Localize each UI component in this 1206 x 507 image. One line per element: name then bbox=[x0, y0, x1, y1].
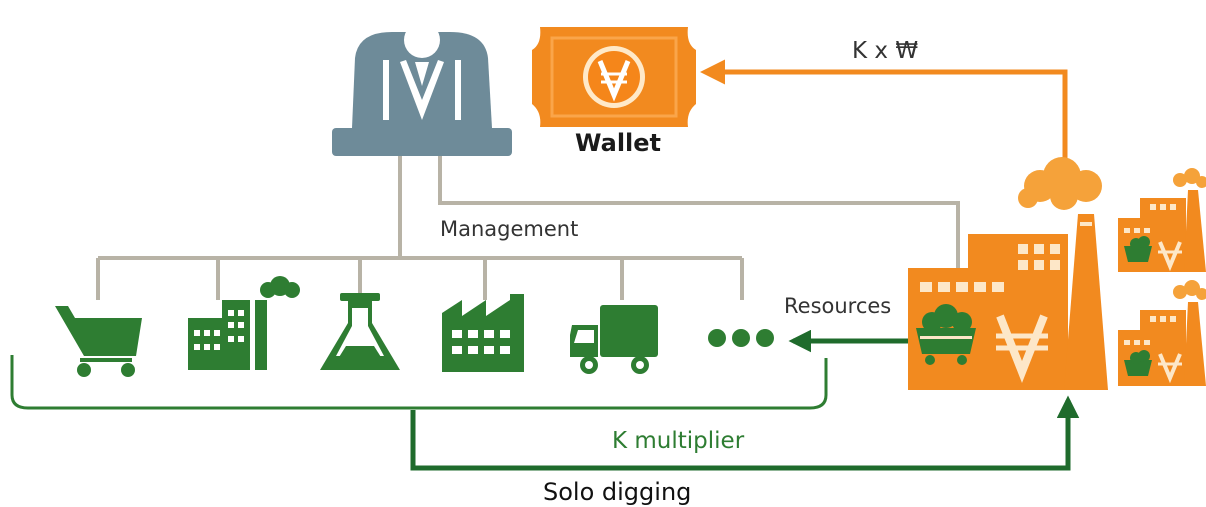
management-label: Management bbox=[440, 217, 579, 241]
k-times-arrow bbox=[700, 59, 1068, 182]
k-multiplier-arrow bbox=[410, 395, 1080, 471]
k-multiplier-label: K multiplier bbox=[612, 428, 745, 454]
small-factory-icon bbox=[1118, 168, 1206, 272]
resources-label: Resources bbox=[784, 294, 892, 318]
factory-icon bbox=[188, 276, 300, 370]
mining-factory-icon bbox=[908, 157, 1206, 390]
solo-digging-label: Solo digging bbox=[543, 478, 692, 506]
banknote-icon bbox=[532, 27, 696, 127]
k-times-currency-label: K x ₩ bbox=[852, 38, 919, 64]
management-connectors bbox=[96, 155, 960, 300]
ore-cart-icon bbox=[916, 304, 976, 365]
won-symbol-icon bbox=[996, 314, 1048, 383]
flask-icon bbox=[320, 293, 400, 370]
delivery-truck-icon bbox=[570, 305, 658, 374]
small-factory-icon-2 bbox=[1118, 280, 1206, 386]
smoke-icon bbox=[1018, 157, 1102, 210]
industries-bracket bbox=[10, 355, 828, 410]
shopping-cart-icon bbox=[55, 306, 142, 377]
wallet-label: Wallet bbox=[575, 129, 662, 157]
businessman-icon bbox=[332, 22, 512, 156]
industrial-plant-icon bbox=[442, 294, 524, 372]
more-dots-icon bbox=[708, 329, 774, 347]
